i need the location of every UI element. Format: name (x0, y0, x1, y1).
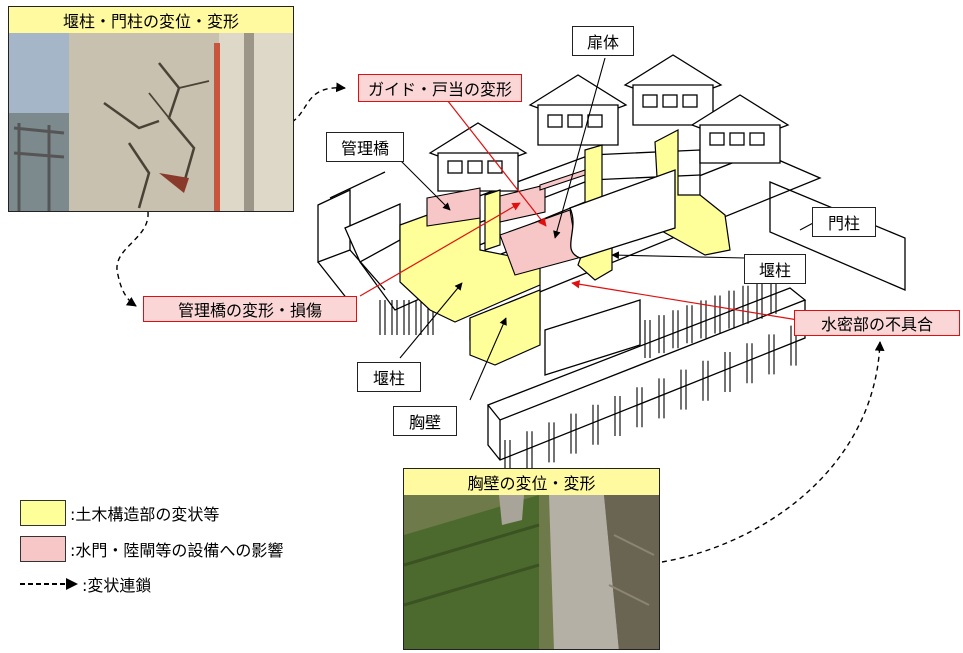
pile (746, 343, 753, 384)
dashed-arrow-icon (20, 578, 78, 590)
pile (636, 387, 643, 428)
label-watertight-defect: 水密部の不具合 (794, 310, 960, 336)
pile (644, 320, 651, 358)
pile (724, 352, 731, 392)
pile (702, 360, 709, 401)
label-pillar-left: 堰柱 (357, 362, 421, 392)
label-guide-deformation: ガイド・戸当の変形 (358, 74, 522, 102)
label-gate-post: 門柱 (812, 207, 876, 237)
pile (548, 422, 555, 463)
pile (742, 285, 749, 324)
legend-chain-text: :変状連鎖 (82, 576, 152, 595)
pile (614, 396, 621, 436)
photo-breast-wall-title: 胸壁の変位・変形 (404, 469, 659, 496)
legend-equipment: :水門・陸閘等の設備への影響 (20, 536, 283, 562)
gate-leaf (569, 169, 676, 259)
gate-houses (428, 54, 790, 192)
pile (768, 334, 775, 375)
pile (658, 378, 665, 419)
label-gate-leaf: 扉体 (572, 26, 634, 56)
pile (686, 305, 693, 344)
photo-pillar-gate-image (9, 33, 293, 211)
photo-pillar-gate-title: 堰柱・門柱の変位・変形 (9, 7, 293, 34)
chain-arrows (116, 82, 885, 563)
pile (714, 295, 721, 334)
label-management-bridge: 管理橋 (326, 132, 404, 162)
label-pillar-right: 堰柱 (744, 254, 806, 284)
pile (391, 300, 398, 335)
legend-equipment-text: :水門・陸閘等の設備への影響 (70, 541, 284, 560)
pile (403, 300, 410, 335)
legend-civil-swatch (20, 500, 66, 526)
pile (592, 404, 599, 445)
legend-civil-text: :土木構造部の変状等 (70, 505, 220, 524)
pile (700, 300, 707, 339)
red-leader-lines (359, 90, 799, 321)
pile (526, 431, 533, 472)
pile (680, 369, 687, 410)
photo-pillar-gate: 堰柱・門柱の変位・変形 (8, 6, 294, 212)
piles (379, 275, 797, 480)
pile (672, 310, 679, 349)
legend-civil: :土木構造部の変状等 (20, 500, 219, 526)
label-breast-wall: 胸壁 (393, 406, 457, 436)
legend-equipment-swatch (20, 536, 66, 562)
photo-breast-wall: 胸壁の変位・変形 (403, 468, 660, 650)
pile (756, 280, 763, 319)
pile (379, 300, 386, 335)
pile (415, 300, 422, 335)
pile (570, 413, 577, 454)
leader-lines (399, 57, 816, 401)
photo-breast-wall-image (404, 495, 659, 649)
pile (658, 315, 665, 354)
legend-chain: :変状連鎖 (20, 572, 151, 596)
label-bridge-damage: 管理橋の変形・損傷 (143, 296, 357, 322)
